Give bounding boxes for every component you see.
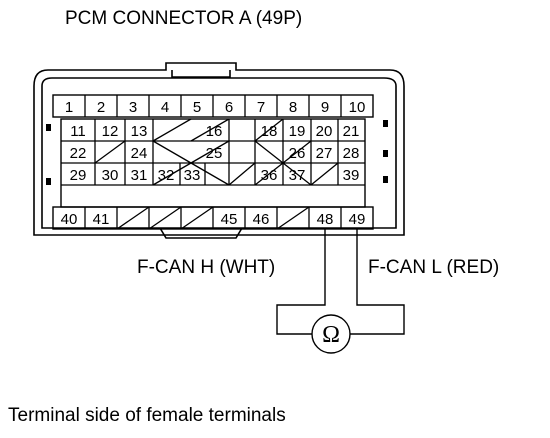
terminal-16: 16 xyxy=(206,123,223,140)
terminal-41: 41 xyxy=(93,211,110,228)
terminal-37: 37 xyxy=(289,167,306,184)
terminal-20: 20 xyxy=(316,123,333,140)
terminal-45: 45 xyxy=(221,211,238,228)
terminal-13: 13 xyxy=(131,123,148,140)
terminal-21: 21 xyxy=(343,123,360,140)
connector-clip-right-1 xyxy=(383,120,388,127)
terminal-18: 18 xyxy=(261,123,278,140)
cavity-grid xyxy=(61,95,365,230)
connector-title: PCM CONNECTOR A (49P) xyxy=(65,8,303,29)
probe-wire-h xyxy=(276,229,326,335)
terminal-30: 30 xyxy=(102,167,119,184)
terminal-11: 11 xyxy=(70,123,86,140)
terminal-22: 22 xyxy=(70,145,87,162)
terminal-28: 28 xyxy=(343,145,360,162)
terminal-10: 10 xyxy=(349,99,366,116)
connector-clip-right-2 xyxy=(383,150,388,157)
connector-clip-left-top xyxy=(46,124,51,131)
terminal-side-caption: Terminal side of female terminals xyxy=(8,405,286,426)
connector-housing xyxy=(33,62,405,236)
terminal-40: 40 xyxy=(61,211,78,228)
terminal-5: 5 xyxy=(193,99,201,116)
connector-inner-shell xyxy=(41,77,397,229)
ohm-icon: Ω xyxy=(322,322,340,348)
terminal-19: 19 xyxy=(289,123,306,140)
ohmmeter-symbol xyxy=(311,314,351,354)
terminal-4: 4 xyxy=(161,99,169,116)
terminal-3: 3 xyxy=(129,99,137,116)
probe-wire-l xyxy=(350,229,405,335)
terminal-49: 49 xyxy=(349,211,366,228)
terminal-46: 46 xyxy=(253,211,270,228)
terminal-31: 31 xyxy=(131,167,148,184)
terminal-48: 48 xyxy=(317,211,334,228)
terminal-32: 32 xyxy=(158,167,175,184)
f-can-h-label: F-CAN H (WHT) xyxy=(137,257,276,278)
connector-clip-left-bottom xyxy=(46,178,51,185)
terminal-33: 33 xyxy=(184,167,201,184)
terminal-9: 9 xyxy=(321,99,329,116)
f-can-l-label: F-CAN L (RED) xyxy=(368,257,500,278)
terminal-7: 7 xyxy=(257,99,265,116)
terminal-24: 24 xyxy=(131,145,148,162)
terminal-36: 36 xyxy=(261,167,278,184)
connector-clip-right-3 xyxy=(383,176,388,183)
terminal-27: 27 xyxy=(316,145,333,162)
terminal-26: 26 xyxy=(289,145,306,162)
terminal-25: 25 xyxy=(206,145,223,162)
terminal-2: 2 xyxy=(97,99,105,116)
terminal-1: 1 xyxy=(65,99,73,116)
connector-bottom-key xyxy=(159,227,243,239)
connector-latch xyxy=(171,70,231,78)
terminal-8: 8 xyxy=(289,99,297,116)
terminal-39: 39 xyxy=(343,167,360,184)
terminal-29: 29 xyxy=(70,167,87,184)
terminal-12: 12 xyxy=(102,123,119,140)
terminal-6: 6 xyxy=(225,99,233,116)
